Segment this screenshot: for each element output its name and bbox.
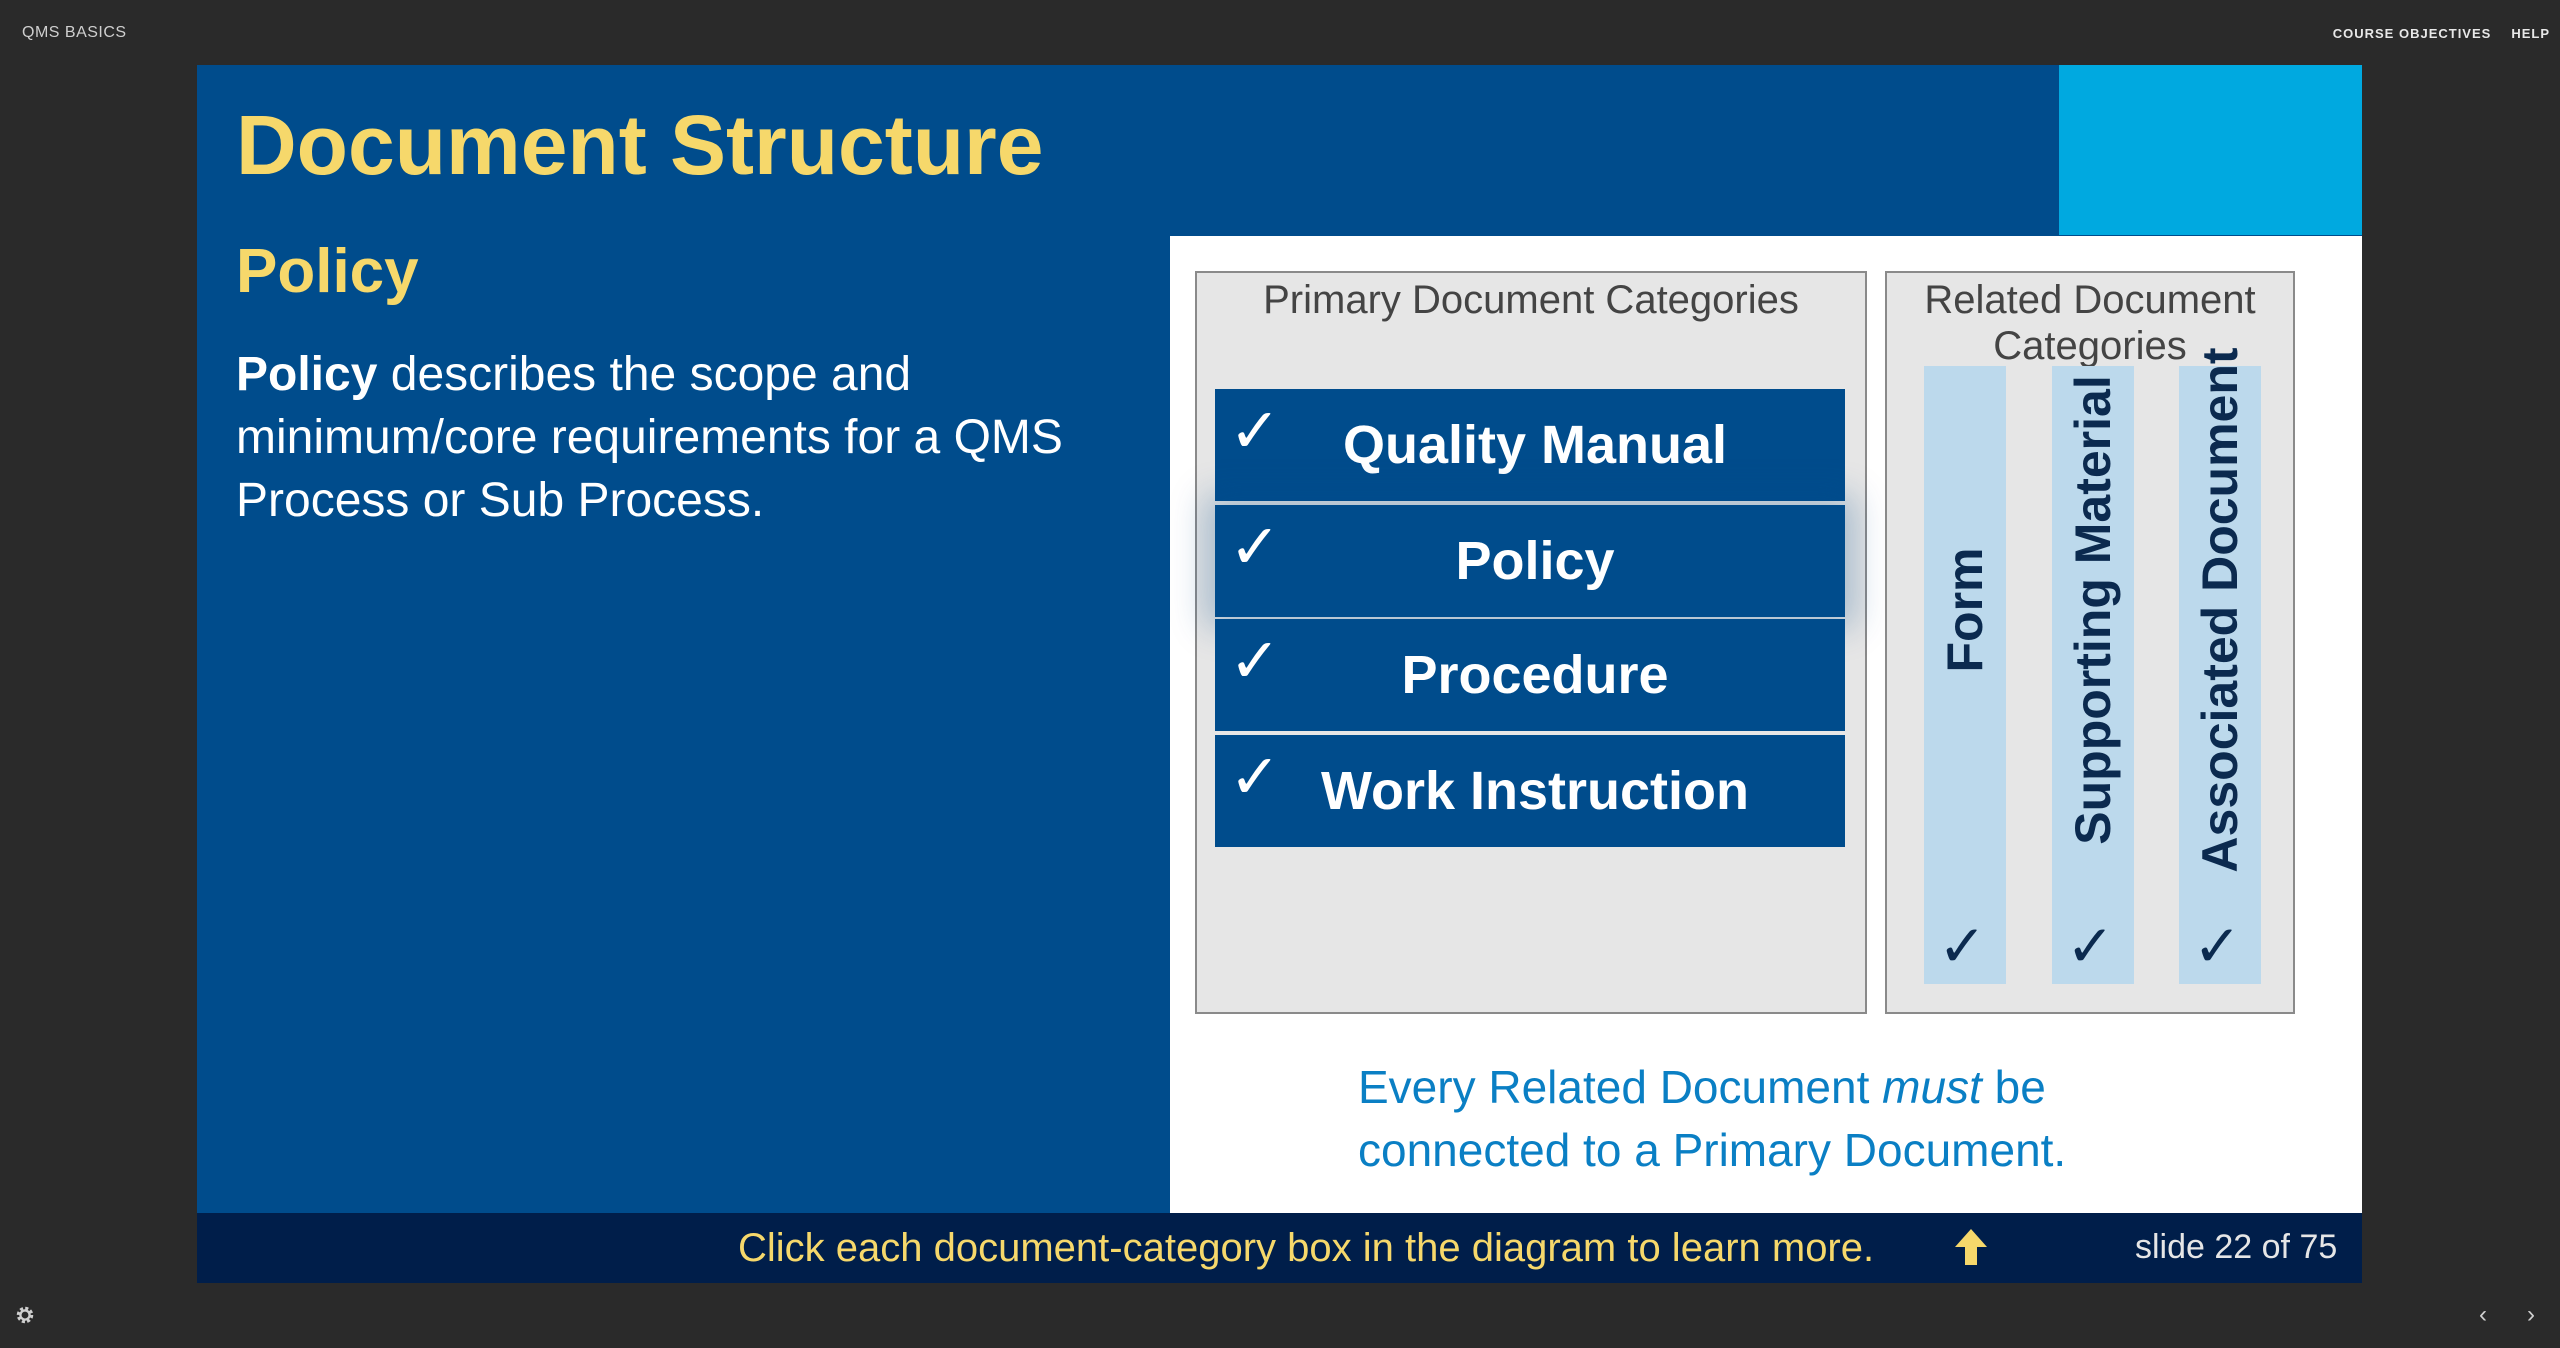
course-objectives-link[interactable]: COURSE OBJECTIVES [2332, 26, 2492, 41]
category-label: Work Instruction [1320, 761, 1750, 821]
category-quality-manual[interactable]: ✓ Quality Manual [1215, 389, 1845, 501]
top-bar: QMS BASICS COURSE OBJECTIVES HELP [0, 0, 2560, 66]
accent-box [2059, 65, 2362, 235]
slide-subtitle: Policy [236, 237, 419, 306]
category-label: Procedure [1401, 645, 1669, 705]
category-label: Quality Manual [1342, 415, 1728, 475]
slide: Document Structure Policy Policy describ… [197, 65, 2362, 1283]
category-policy[interactable]: ✓ Policy [1215, 505, 1845, 617]
related-associated-document[interactable]: Associated Document ✓ [2179, 347, 2261, 984]
app-title: QMS BASICS [22, 24, 127, 41]
checkmark-icon: ✓ [1938, 914, 1987, 979]
related-supporting-material[interactable]: Supporting Material ✓ [2052, 366, 2134, 984]
help-link[interactable]: HELP [2511, 26, 2550, 41]
top-nav: COURSE OBJECTIVES HELP [2333, 26, 2550, 41]
related-group-title: Related Document Categories [1924, 278, 2256, 368]
related-form[interactable]: Form ✓ [1924, 366, 2006, 984]
primary-group-title: Primary Document Categories [1263, 278, 1799, 322]
document-diagram: Primary Document Categories ✓ Quality Ma… [1170, 236, 2362, 1213]
related-label: Form [1924, 366, 2006, 984]
slide-title: Document Structure [236, 98, 1044, 192]
related-label-text: Associated Document [2192, 347, 2248, 873]
arrow-up-icon [1955, 1229, 1987, 1265]
diagram-note: Every Related Document must be connected… [1358, 1056, 2258, 1182]
related-label: Associated Document [2179, 347, 2261, 984]
primary-categories-group: Primary Document Categories ✓ Quality Ma… [1195, 271, 1867, 1014]
instruction-text: Click each document-category box in the … [738, 1226, 1875, 1270]
slide-counter: slide 22 of 75 [2135, 1228, 2338, 1266]
checkmark-icon: ✓ [1229, 513, 1281, 582]
category-work-instruction[interactable]: ✓ Work Instruction [1215, 735, 1845, 847]
chevron-right-icon[interactable]: › [2527, 1301, 2535, 1328]
related-label-text: Supporting Material [2065, 375, 2121, 845]
category-label: Policy [1455, 531, 1615, 591]
checkmark-icon: ✓ [1229, 627, 1281, 696]
body-bold-term: Policy [236, 348, 378, 401]
category-procedure[interactable]: ✓ Procedure [1215, 619, 1845, 731]
gear-icon[interactable] [14, 1304, 36, 1326]
related-label-text: Form [1937, 547, 1993, 673]
checkmark-icon: ✓ [1229, 397, 1281, 466]
checkmark-icon: ✓ [2193, 914, 2242, 979]
note-emphasis: must [1882, 1061, 1982, 1113]
instruction-bar: Click each document-category box in the … [197, 1213, 2362, 1283]
chevron-left-icon[interactable]: ‹ [2479, 1301, 2487, 1328]
note-text-1: Every Related Document [1358, 1061, 1883, 1113]
checkmark-icon: ✓ [2066, 914, 2115, 979]
related-categories-group: Related Document Categories Form ✓ Suppo… [1885, 271, 2295, 1014]
checkmark-icon: ✓ [1229, 743, 1281, 812]
note-text-2: be connected to a Primary Document. [1358, 1061, 2067, 1176]
body-description: describes the scope and minimum/core req… [236, 348, 1063, 527]
related-label: Supporting Material [2052, 366, 2134, 984]
slide-body: Policy describes the scope and minimum/c… [236, 343, 1116, 532]
